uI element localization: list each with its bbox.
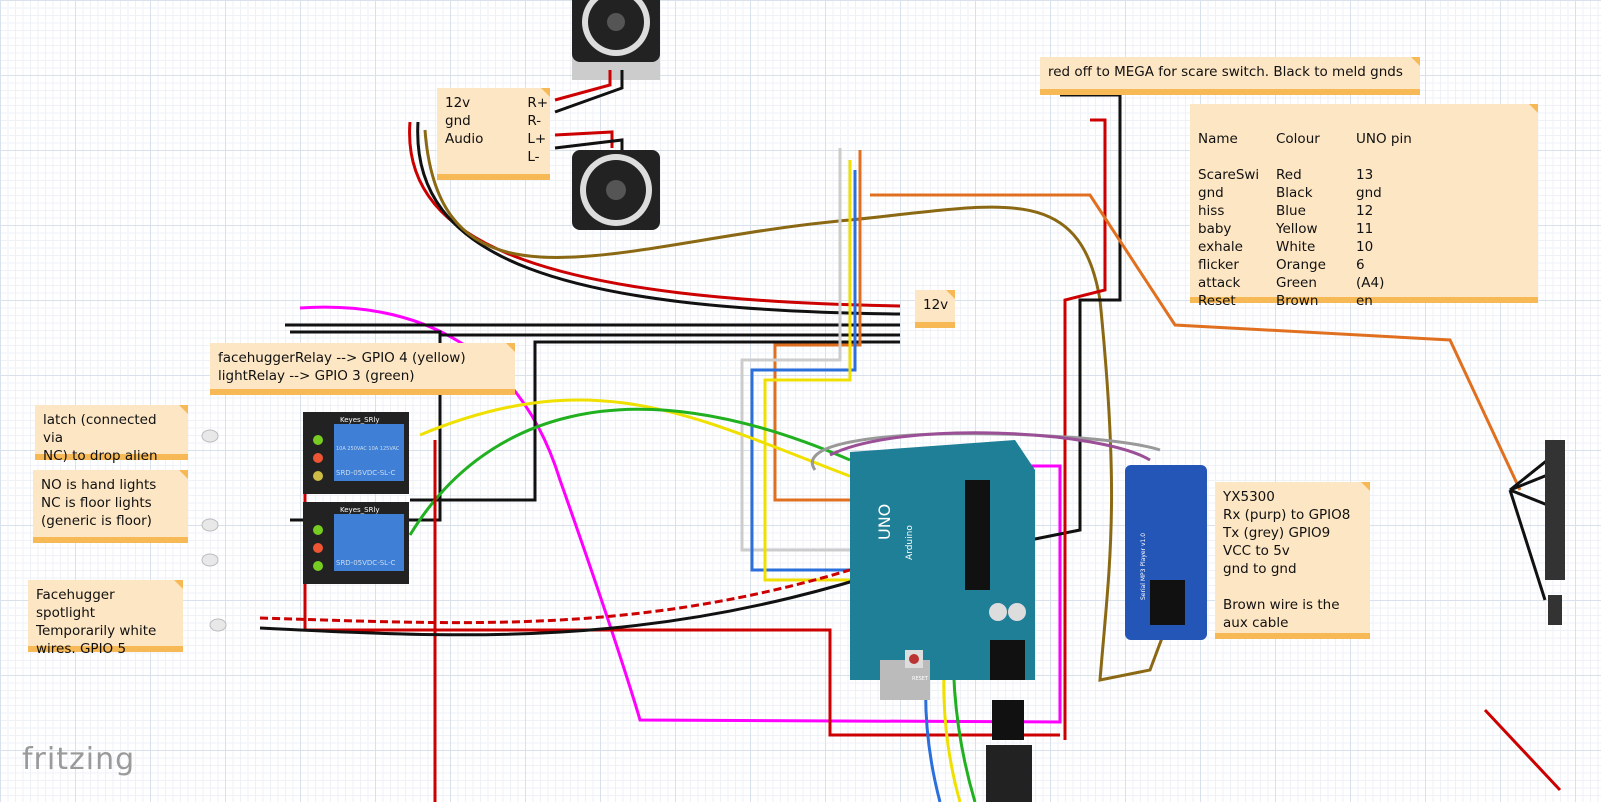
pin-number: 6 — [1356, 257, 1365, 273]
relay-2-model: SRD-05VDC-SL-C — [336, 559, 395, 567]
arduino-brand-label: Arduino — [905, 525, 915, 560]
pin-name: ScareSwi — [1198, 167, 1260, 183]
reset-label: RESET — [912, 676, 929, 682]
note-12v[interactable]: 12v — [915, 290, 955, 328]
arduino-model-label: UNO — [875, 504, 894, 540]
pin-colour: Orange — [1276, 257, 1326, 273]
pin-number: (A4) — [1356, 275, 1385, 291]
pin-colour: Yellow — [1276, 221, 1318, 237]
relay-1-model: SRD-05VDC-SL-C — [336, 469, 395, 477]
pin-name: hiss — [1198, 203, 1225, 219]
relay-1[interactable] — [303, 412, 409, 494]
mp3-player-module[interactable] — [1125, 465, 1207, 640]
pin-name: gnd — [1198, 185, 1224, 201]
relay-1-brand: Keyes_SRly — [340, 416, 380, 424]
label-audio: Audio — [445, 131, 484, 147]
fritzing-logo: fritzing — [22, 742, 136, 777]
header-colour: Colour — [1276, 131, 1320, 147]
pin-colour: White — [1276, 239, 1316, 255]
pin-number: 10 — [1356, 239, 1374, 255]
relay-rating: 10A 250VAC 10A 125VAC — [336, 446, 400, 452]
header-pin: UNO pin — [1356, 131, 1412, 147]
pin-colour: Brown — [1276, 293, 1319, 309]
note-lights[interactable]: NO is hand lights NC is floor lights (ge… — [33, 470, 188, 543]
label-12v: 12v — [445, 95, 471, 111]
pin-name: attack — [1198, 275, 1241, 291]
right-connectors[interactable] — [1545, 440, 1565, 625]
note-spotlight[interactable]: Facehugger spotlight Temporarily white w… — [28, 580, 183, 657]
note-latch[interactable]: latch (connected via NC) to drop alien — [35, 405, 188, 464]
pin-number: gnd — [1356, 185, 1382, 201]
pin-name: baby — [1198, 221, 1232, 237]
label-l-minus: L- — [527, 149, 540, 165]
speaker-labels-right: R+ R- L+ L- — [527, 94, 548, 168]
pin-colour: Green — [1276, 275, 1317, 291]
relay-2-brand: Keyes_SRly — [340, 506, 380, 514]
pin-table: Name Colour UNO pin ScareSwi Red 13 gnd Black g… — [1198, 130, 1530, 310]
pin-name: exhale — [1198, 239, 1243, 255]
pin-number: 12 — [1356, 203, 1374, 219]
pin-colour: Blue — [1276, 203, 1306, 219]
leds[interactable] — [201, 429, 227, 632]
note-relay-gpio[interactable]: facehuggerRelay --> GPIO 4 (yellow) ligh… — [210, 343, 515, 395]
note-yx5300[interactable]: YX5300 Rx (purp) to GPIO8 Tx (grey) GPIO… — [1215, 482, 1370, 639]
label-r-minus: R- — [527, 113, 542, 129]
mp3-label: Serial MP3 Player v1.0 — [1140, 533, 1147, 600]
label-r-plus: R+ — [527, 95, 549, 111]
pin-colour: Black — [1276, 185, 1313, 201]
pin-number: 11 — [1356, 221, 1374, 237]
note-mega[interactable]: red off to MEGA for scare switch. Black … — [1040, 57, 1420, 95]
arduino-uno[interactable] — [850, 440, 1035, 700]
label-l-plus: L+ — [527, 131, 547, 147]
relay-2[interactable] — [303, 502, 409, 584]
header-name: Name — [1198, 131, 1238, 147]
pin-number: 13 — [1356, 167, 1374, 183]
pin-name: Reset — [1198, 293, 1236, 309]
pin-name: flicker — [1198, 257, 1239, 273]
barrel-jack[interactable] — [986, 700, 1032, 802]
speaker-bottom[interactable] — [572, 150, 660, 230]
note-pin-table[interactable]: Name Colour UNO pin ScareSwi Red 13 gnd Black g… — [1190, 104, 1538, 309]
label-gnd: gnd — [445, 113, 471, 129]
pin-colour: Red — [1276, 167, 1302, 183]
pin-number: en — [1356, 293, 1373, 309]
speaker-top[interactable] — [572, 0, 660, 80]
